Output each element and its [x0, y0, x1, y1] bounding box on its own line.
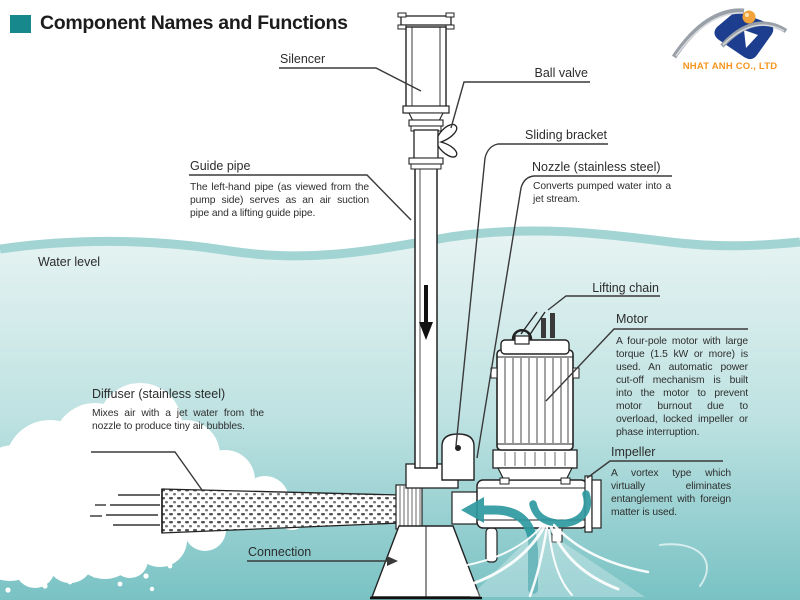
- flow-arrow: [461, 490, 592, 594]
- discharge-spray: [461, 523, 708, 598]
- label-lifting-chain: Lifting chain: [592, 281, 659, 295]
- company-logo-icon: [671, 8, 788, 60]
- label-ball-valve: Ball valve: [534, 66, 589, 80]
- caption-impeller: A vortex type which virtually eliminates…: [611, 468, 731, 518]
- label-water-level: Water level: [38, 255, 101, 269]
- sliding-bracket-drawing: [441, 433, 475, 481]
- caption-motor: A four-pole motor with large torque (1.5…: [616, 336, 748, 438]
- company-name: NHAT ANH CO., LTD: [682, 61, 778, 72]
- diffuser-drawing: [161, 484, 423, 534]
- label-sliding-bracket: Sliding bracket: [525, 128, 607, 142]
- label-nozzle: Nozzle (stainless steel): [532, 160, 661, 174]
- page-title: Component Names and Functions: [40, 12, 348, 34]
- accent-square-icon: [10, 14, 31, 33]
- motor-drawing: [490, 313, 580, 485]
- connection-leader-arrow: [387, 556, 398, 566]
- label-diffuser: Diffuser (stainless steel): [92, 387, 226, 401]
- caption-diffuser: Mixes air with a jet water from the nozz…: [92, 408, 264, 432]
- guide-pipe-drawing: [414, 167, 438, 469]
- label-motor: Motor: [616, 312, 648, 326]
- jet-streamlines: [90, 494, 160, 526]
- leader-lines: [91, 67, 748, 562]
- lifting-chain-drawing: [520, 311, 546, 337]
- caption-guide-pipe: The left-hand pipe (as viewed from the p…: [190, 182, 369, 219]
- label-connection: Connection: [248, 545, 312, 559]
- label-guide-pipe: Guide pipe: [190, 159, 251, 173]
- connection-base-drawing: [370, 525, 498, 600]
- page-header: Component Names and Functions: [10, 12, 348, 35]
- label-impeller: Impeller: [611, 445, 656, 459]
- label-silencer: Silencer: [280, 52, 326, 66]
- silencer-drawing: [397, 12, 455, 170]
- company-logo: NHAT ANH CO., LTD: [664, 4, 796, 78]
- caption-nozzle: Converts pumped water into a jet stream.: [533, 181, 671, 205]
